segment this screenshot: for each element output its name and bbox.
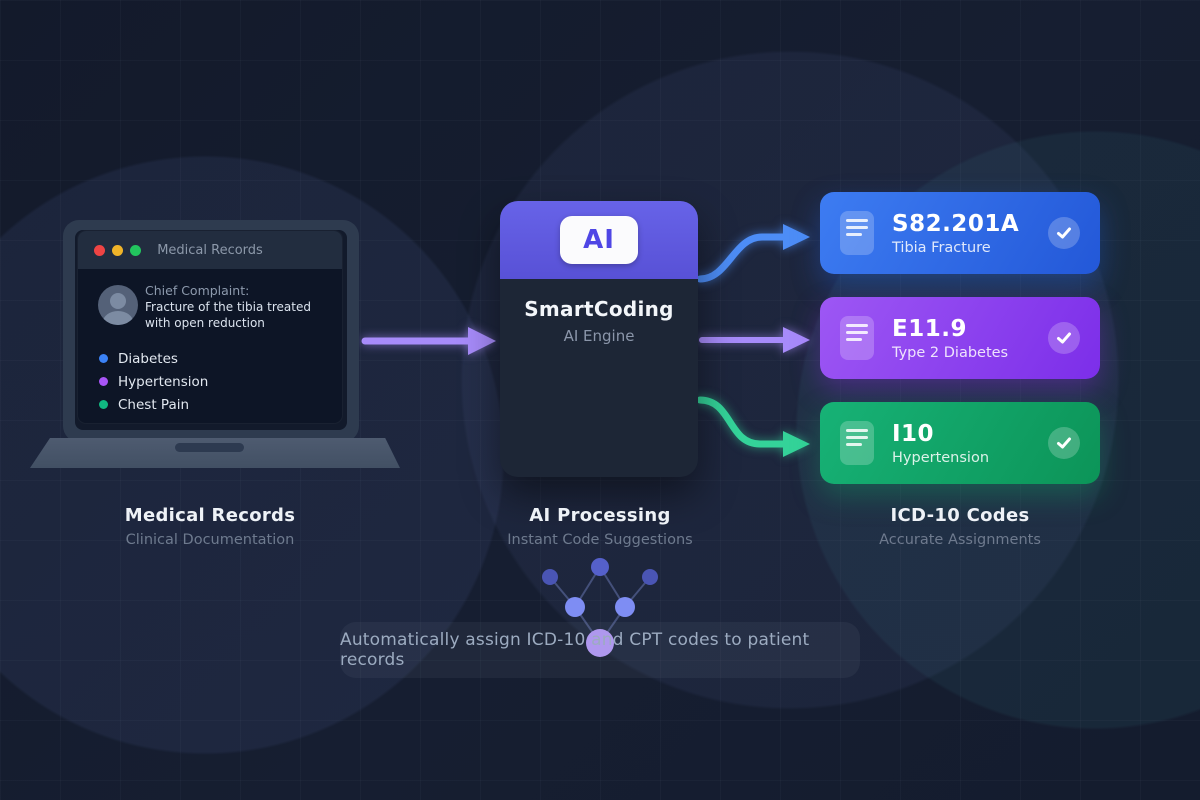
- chief-complaint-line: Fracture of the tibia treated: [145, 300, 311, 314]
- bullet-icon: [99, 354, 108, 363]
- ai-card-header: AI: [500, 201, 698, 279]
- column-title: AI Processing: [529, 505, 671, 526]
- avatar-body: [103, 311, 133, 325]
- code-name: Hypertension: [892, 449, 990, 466]
- condition-list: Diabetes Hypertension Chest Pain: [94, 347, 326, 416]
- chief-complaint-label: Chief Complaint:: [145, 283, 250, 298]
- ai-card-title: SmartCoding: [524, 297, 674, 321]
- avatar-head: [110, 293, 126, 309]
- list-item: Diabetes: [94, 347, 326, 370]
- check-icon: [1048, 217, 1080, 249]
- column-title: Medical Records: [124, 505, 296, 526]
- window-title: Medical Records: [157, 242, 263, 258]
- document-icon: [840, 421, 874, 465]
- window-body: Chief Complaint: Fracture of the tibia t…: [78, 269, 342, 416]
- code-value: I10: [892, 420, 935, 447]
- check-icon: [1048, 427, 1080, 459]
- code-name: Tibia Fracture: [892, 239, 991, 256]
- column-label-ai-processing: AI Processing Instant Code Suggestions: [450, 505, 750, 548]
- column-subtitle: Accurate Assignments: [879, 532, 1041, 548]
- code-name: Type 2 Diabetes: [892, 344, 1009, 361]
- check-icon: [1048, 322, 1080, 354]
- laptop-notch: [175, 443, 244, 452]
- document-icon: [840, 316, 874, 360]
- code-value: E11.9: [892, 315, 967, 342]
- neural-network-icon: [542, 558, 658, 657]
- column-subtitle: Instant Code Suggestions: [507, 532, 693, 548]
- footer-banner: Automatically assign ICD-10 and CPT code…: [340, 622, 860, 678]
- condition-label: Diabetes: [118, 350, 178, 367]
- icd-code-card[interactable]: E11.9 Type 2 Diabetes: [820, 297, 1100, 379]
- column-subtitle: Clinical Documentation: [125, 532, 295, 548]
- window-titlebar: Medical Records: [78, 231, 342, 269]
- minimize-window-button[interactable]: [112, 244, 123, 256]
- arrow-records-to-ai: [361, 327, 496, 355]
- column-label-medical-records: Medical Records Clinical Documentation: [60, 505, 360, 548]
- arrow-ai-to-code-1: [696, 224, 810, 283]
- arrow-ai-to-code-2: [699, 327, 810, 353]
- maximize-window-button[interactable]: [130, 244, 141, 256]
- laptop-base: [30, 438, 400, 468]
- bullet-icon: [99, 377, 108, 386]
- footer-text: Automatically assign ICD-10 and CPT code…: [340, 630, 810, 670]
- ai-engine-card: AI SmartCoding AI Engine: [500, 201, 698, 657]
- icd-code-card[interactable]: I10 Hypertension: [820, 402, 1100, 484]
- list-item: Hypertension: [94, 370, 326, 393]
- list-item: Chest Pain: [94, 393, 326, 416]
- condition-label: Hypertension: [118, 373, 209, 390]
- close-window-button[interactable]: [94, 244, 105, 256]
- patient-avatar: [98, 285, 138, 325]
- bullet-icon: [99, 400, 108, 409]
- ai-card-subtitle: AI Engine: [563, 327, 635, 345]
- column-label-icd10-codes: ICD-10 Codes Accurate Assignments: [810, 505, 1110, 548]
- code-value: S82.201A: [892, 210, 1020, 237]
- medical-records-window: Medical Records Chief Complaint: Fractur…: [78, 231, 342, 423]
- arrow-ai-to-code-3: [696, 396, 810, 457]
- condition-label: Chest Pain: [118, 396, 190, 413]
- document-icon: [840, 211, 874, 255]
- chief-complaint-line: with open reduction: [145, 315, 265, 330]
- column-title: ICD-10 Codes: [890, 505, 1030, 526]
- ai-badge: AI: [560, 216, 638, 264]
- icd-code-card[interactable]: S82.201A Tibia Fracture: [820, 192, 1100, 274]
